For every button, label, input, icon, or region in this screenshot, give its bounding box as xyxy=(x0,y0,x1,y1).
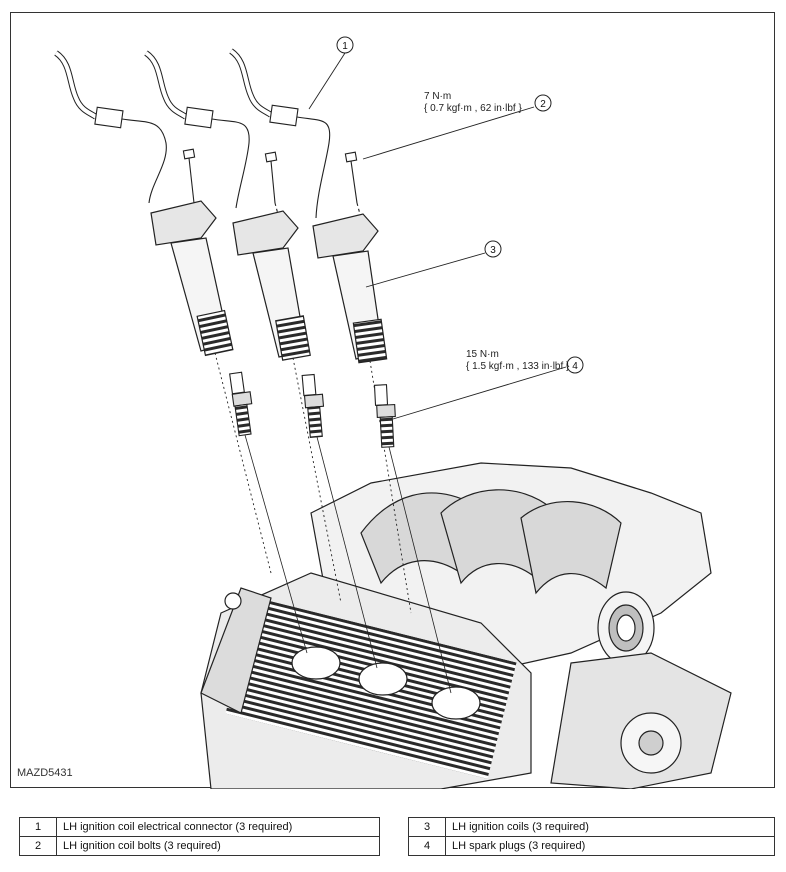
diagram-frame: 1 2 3 4 7 N·m { 0.7 kgf·m , 62 in·lbf } … xyxy=(10,12,775,789)
legend-row: 1 LH ignition coil electrical connector … xyxy=(19,817,380,837)
callout-1-label: 1 xyxy=(342,41,348,52)
leader-lines xyxy=(308,52,567,420)
legend-number: 1 xyxy=(19,817,57,837)
connector-group xyxy=(54,48,331,219)
legend-number: 4 xyxy=(408,836,446,856)
callout-4-circle xyxy=(566,356,584,374)
bolt-group xyxy=(182,148,362,219)
plug-torque-value: 15 N·m xyxy=(466,349,499,360)
legend-row: 4 LH spark plugs (3 required) xyxy=(408,836,775,856)
legend-number: 2 xyxy=(19,836,57,856)
callout-3-circle xyxy=(484,240,502,258)
legend-row: 2 LH ignition coil bolts (3 required) xyxy=(19,836,380,856)
callout-2-circle xyxy=(534,94,552,112)
legend-description: LH ignition coil bolts (3 required) xyxy=(56,836,380,856)
legend-description: LH ignition coils (3 required) xyxy=(445,817,775,837)
callout-2-label: 2 xyxy=(540,99,546,110)
engine-assembly xyxy=(200,462,732,789)
legend-description: LH spark plugs (3 required) xyxy=(445,836,775,856)
legend-table-right: 3 LH ignition coils (3 required) 4 LH sp… xyxy=(408,817,775,856)
figure-id: MAZD5431 xyxy=(17,767,73,779)
bolt-torque-value: 7 N·m xyxy=(424,91,452,102)
legend-description: LH ignition coil electrical connector (3… xyxy=(56,817,380,837)
legend-number: 3 xyxy=(408,817,446,837)
plug-torque-conversion: { 1.5 kgf·m , 133 in·lbf } xyxy=(466,361,570,372)
bolt-torque-conversion: { 0.7 kgf·m , 62 in·lbf } xyxy=(424,103,522,114)
legend-row: 3 LH ignition coils (3 required) xyxy=(408,817,775,837)
callout-3-label: 3 xyxy=(490,245,496,256)
spark-plug-group xyxy=(229,371,452,694)
legend-table-left: 1 LH ignition coil electrical connector … xyxy=(19,817,380,856)
coil-group xyxy=(150,200,412,614)
ignition-exploded-view: 1 2 3 4 xyxy=(54,36,732,789)
callout-1-circle xyxy=(336,36,354,54)
callout-4-label: 4 xyxy=(572,361,578,372)
